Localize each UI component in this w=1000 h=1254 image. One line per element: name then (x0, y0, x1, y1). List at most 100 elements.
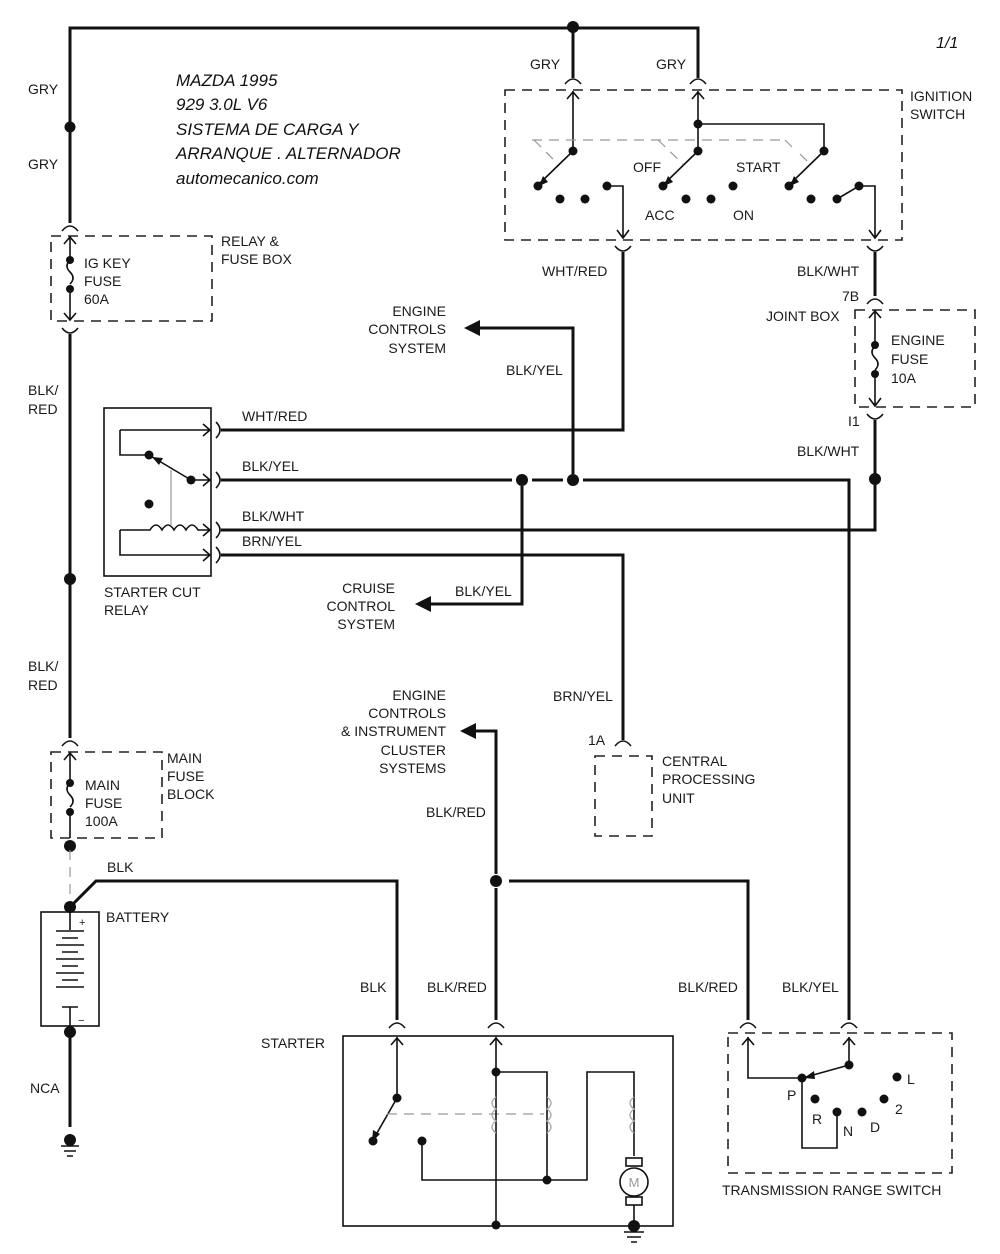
wire-blk-battery (68, 879, 399, 1020)
ign-position-on: ON (733, 207, 754, 223)
battery: + − (40, 901, 100, 1038)
main-fuse-label: MAIN (85, 777, 120, 793)
connector-i1: I1 (848, 413, 860, 429)
splice-dot (490, 875, 502, 887)
wire-label-blk-red: BLK/RED (678, 979, 738, 995)
ig-key-fuse-rating: 60A (84, 291, 110, 307)
title-block: MAZDA 1995 929 3.0L V6 SISTEMA DE CARGA … (175, 71, 401, 188)
wire-label-wht-red: WHT/RED (542, 263, 607, 279)
ignition-switch (504, 78, 903, 252)
battery-minus: − (78, 1015, 84, 1027)
wire-label-brn-yel: BRN/YEL (242, 533, 302, 549)
main-fuse-block-label: MAIN (167, 750, 202, 766)
dest-engine-instrument: ENGINE (392, 687, 446, 703)
engine-fuse-label: ENGINE (891, 332, 945, 348)
transmission-range-switch (727, 1022, 953, 1174)
relay-fuse-box-label: RELAY & (221, 233, 280, 249)
starter-cut-relay (103, 407, 221, 577)
dest-engine-instrument: SYSTEMS (379, 760, 446, 776)
wire-label-gry: GRY (530, 56, 561, 72)
trs-position-r: R (812, 1111, 822, 1127)
engine-fuse-label: FUSE (891, 351, 928, 367)
splice-dot (64, 573, 76, 585)
battery-label: BATTERY (106, 909, 170, 925)
wire-label-blk: BLK (360, 979, 387, 995)
arrow-left-icon (415, 596, 431, 612)
wire-label-blk-wht: BLK/WHT (797, 443, 860, 459)
wire-blk-red-starter (460, 723, 750, 1020)
wire-label-blk: BLK (107, 859, 134, 875)
wire-label-blk-red: BLK/ (28, 382, 58, 398)
wire-label-wht-red: WHT/RED (242, 408, 307, 424)
wire-label-blk-yel: BLK/YEL (506, 362, 563, 378)
starter-cut-relay-label: RELAY (104, 602, 150, 618)
wire-label-blk-red: BLK/RED (426, 804, 486, 820)
ign-position-off: OFF (633, 159, 661, 175)
splice-dot (64, 121, 76, 133)
arrow-left-icon (460, 723, 476, 739)
wire-gry-top-bus (64, 21, 700, 223)
main-fuse-block-label: BLOCK (167, 786, 215, 802)
splice-dot (869, 473, 881, 485)
joint-box-label: JOINT BOX (766, 308, 840, 324)
battery-plus: + (79, 917, 85, 929)
title-line-4: ARRANQUE . ALTERNADOR (175, 144, 401, 163)
dest-engine-instrument: CONTROLS (368, 705, 446, 721)
splice-dot (516, 474, 528, 486)
ground-icon (624, 1231, 644, 1243)
main-fuse-block-label: FUSE (167, 768, 204, 784)
central-processing-unit (594, 740, 653, 837)
engine-fuse-rating: 10A (891, 370, 917, 386)
starter-label: STARTER (261, 1035, 325, 1051)
dest-cruise-control: CONTROL (327, 598, 396, 614)
starter: M (342, 1022, 674, 1243)
trs-position-l: L (907, 1071, 915, 1087)
wire-label-gry: GRY (28, 81, 59, 97)
cpu-label: PROCESSING (662, 771, 755, 787)
dest-engine-controls: SYSTEM (388, 340, 446, 356)
motor-icon: M (629, 1175, 640, 1190)
page-number: 1/1 (936, 35, 958, 52)
trs-position-d: D (870, 1119, 880, 1135)
wire-blk-yel-bus (221, 320, 851, 1020)
ign-position-start: START (736, 159, 781, 175)
ig-key-fuse-label: FUSE (84, 273, 121, 289)
wire-label-blk-red: RED (28, 401, 58, 417)
dest-engine-controls: CONTROLS (368, 321, 446, 337)
starter-cut-relay-label: STARTER CUT (104, 584, 201, 600)
ground-icon (61, 1134, 79, 1157)
cpu-label: UNIT (662, 790, 695, 806)
wire-label-blk-wht: BLK/WHT (797, 263, 860, 279)
wire-label-blk-red: BLK/ (28, 658, 58, 674)
dest-engine-instrument: CLUSTER (381, 742, 446, 758)
trs-position-p: P (787, 1087, 796, 1103)
ig-key-fuse-label: IG KEY (84, 255, 131, 271)
wire-label-blk-yel: BLK/YEL (782, 979, 839, 995)
ignition-switch-label: SWITCH (910, 106, 965, 122)
dest-engine-controls: ENGINE (392, 303, 446, 319)
ignition-switch-label: IGNITION (910, 88, 972, 104)
title-line-2: 929 3.0L V6 (176, 95, 268, 114)
splice-dot (567, 474, 579, 486)
arrow-left-icon (464, 320, 480, 336)
wire-label-blk-yel: BLK/YEL (242, 458, 299, 474)
ign-position-acc: ACC (645, 207, 675, 223)
wire-label-blk-wht: BLK/WHT (242, 508, 305, 524)
wire-label-brn-yel: BRN/YEL (553, 688, 613, 704)
title-line-5: automecanico.com (176, 169, 319, 188)
dest-cruise-control: SYSTEM (337, 616, 395, 632)
connector-1a: 1A (588, 732, 606, 748)
cpu-label: CENTRAL (662, 753, 728, 769)
wire-label-blk-red: RED (28, 677, 58, 693)
dest-engine-instrument: & INSTRUMENT (341, 723, 446, 739)
wire-label-blk-red: BLK/RED (427, 979, 487, 995)
splice-dot (567, 21, 579, 33)
main-fuse-rating: 100A (85, 813, 118, 829)
wire-label-gry: GRY (656, 56, 687, 72)
connector-7b: 7B (842, 288, 859, 304)
trs-label: TRANSMISSION RANGE SWITCH (722, 1182, 941, 1198)
joint-box (854, 298, 976, 420)
trs-position-n: N (843, 1123, 853, 1139)
main-fuse-block (50, 740, 163, 905)
